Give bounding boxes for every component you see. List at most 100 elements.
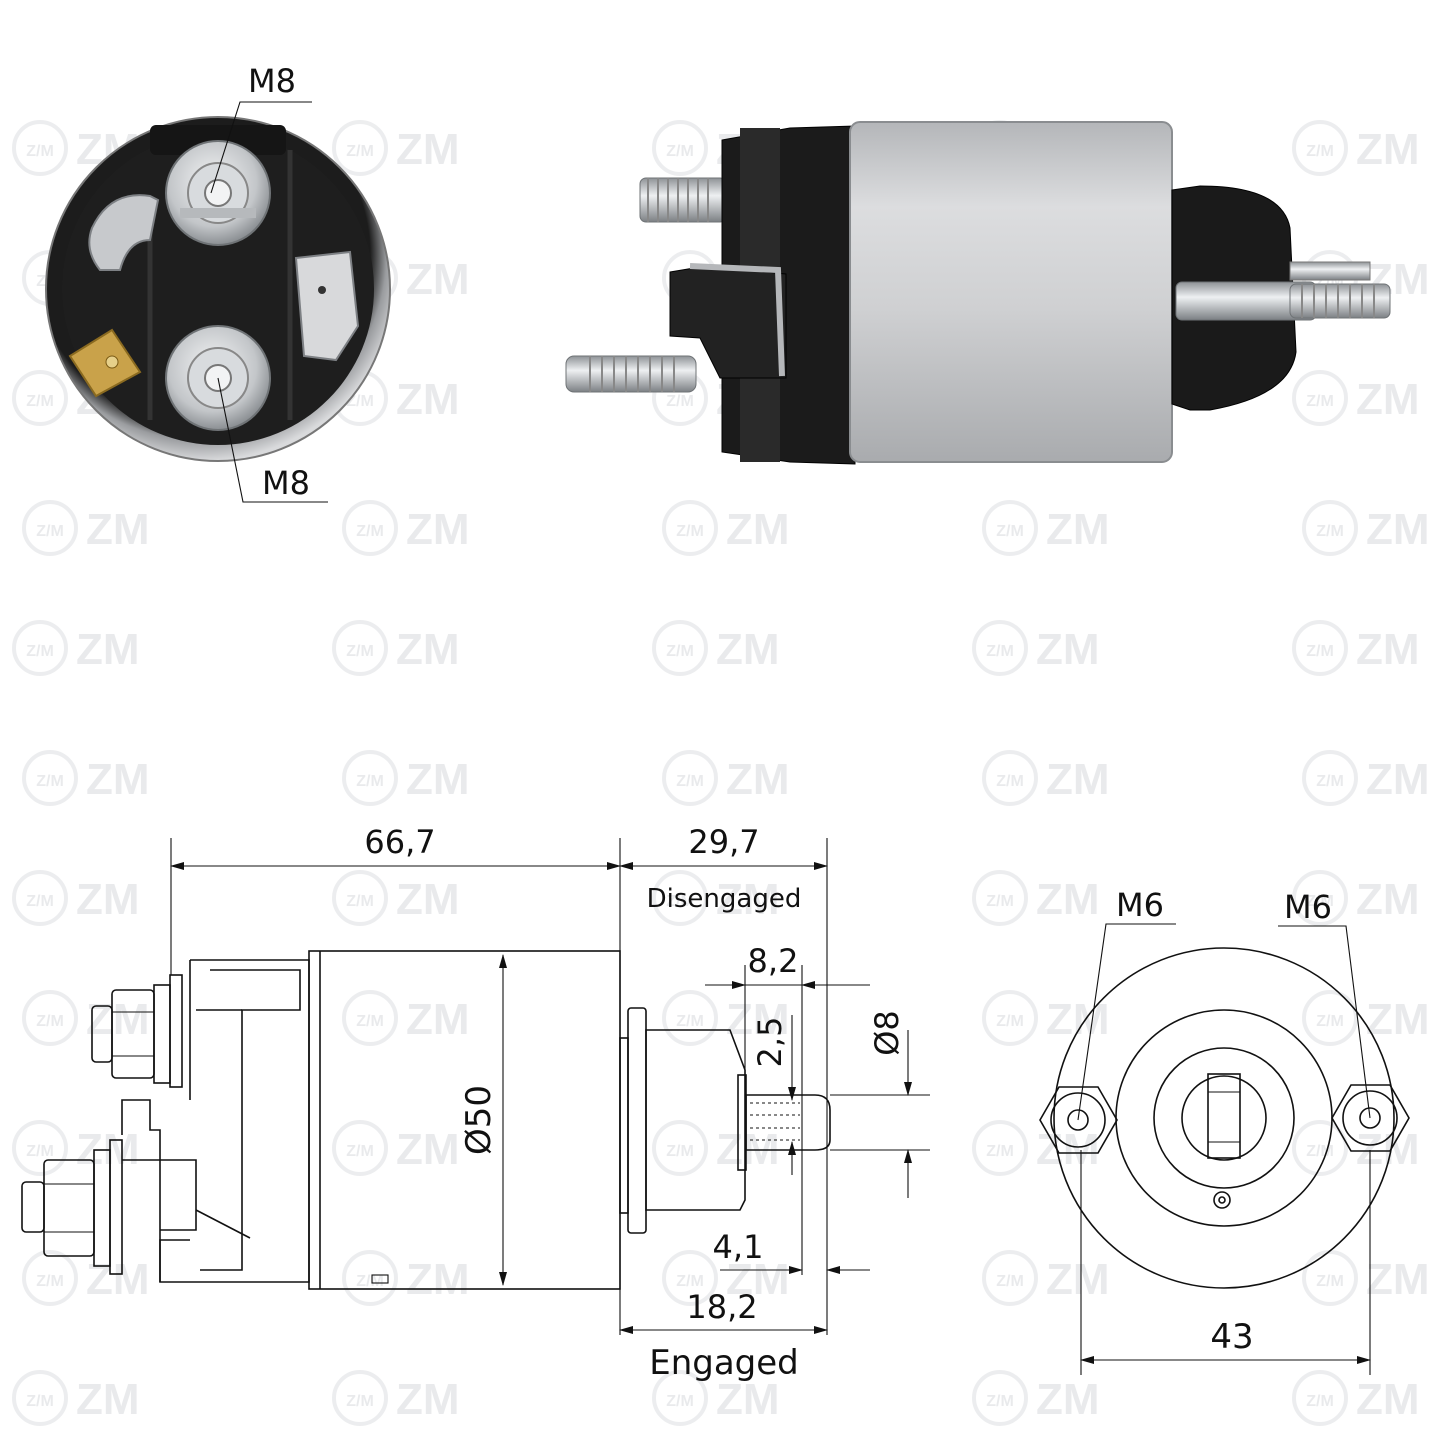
watermark-logo-text: Z/M [986,1393,1014,1410]
watermark-brand-text: ZM [1036,625,1100,674]
watermark-logo-text: Z/M [26,1393,54,1410]
watermark-brand-text: ZM [716,1375,780,1424]
watermark-logo-text: Z/M [26,643,54,660]
watermark-logo-text: Z/M [676,773,704,790]
dim-diameter-50: Ø50 [459,1085,499,1155]
watermark-brand-text: ZM [1366,755,1430,804]
watermark-logo-icon: Z/M ZM [1302,750,1430,806]
watermark-brand-text: ZM [1356,1125,1420,1174]
watermark-logo-icon: Z/M ZM [972,1370,1100,1426]
watermark-logo-text: Z/M [346,1393,374,1410]
watermark-logo-text: Z/M [346,1143,374,1160]
end-left-label: M6 [1116,886,1164,924]
watermark-brand-text: ZM [1366,505,1430,554]
watermark-logo-text: Z/M [346,393,374,410]
watermark-logo-text: Z/M [666,1393,694,1410]
watermark-brand-text: ZM [1036,1375,1100,1424]
dim-end-width: 43 [1210,1317,1253,1357]
watermark-brand-text: ZM [726,505,790,554]
watermark-brand-text: ZM [1046,505,1110,554]
watermark-logo-icon: Z/M ZM [662,750,790,806]
watermark-brand-text: ZM [1036,875,1100,924]
watermark-logo-text: Z/M [26,893,54,910]
watermark-logo-text: Z/M [1306,893,1334,910]
watermark-logo-text: Z/M [36,773,64,790]
watermark-logo-text: Z/M [666,1143,694,1160]
watermark-brand-text: ZM [1356,125,1420,174]
watermark-logo-text: Z/M [676,1273,704,1290]
watermark-brand-text: ZM [76,875,140,924]
watermark-logo-text: Z/M [36,1273,64,1290]
watermark-logo-text: Z/M [346,893,374,910]
watermark-logo-text: Z/M [1306,143,1334,160]
watermark-logo-text: Z/M [676,1013,704,1030]
watermark-logo-icon: Z/M ZM [662,990,790,1046]
watermark-logo-icon: Z/M ZM [652,1370,780,1426]
dim-8-2: 8,2 [748,942,799,980]
watermark-logo-text: Z/M [1316,773,1344,790]
end-right-label: M6 [1284,888,1332,926]
watermark-brand-text: ZM [1356,875,1420,924]
watermark-brand-text: ZM [1356,625,1420,674]
watermark-brand-text: ZM [396,1375,460,1424]
front-top-label: M8 [248,62,296,100]
watermark-logo-text: Z/M [1306,1143,1334,1160]
front-bottom-label: M8 [262,464,310,502]
watermark-logo-text: Z/M [346,643,374,660]
watermark-brand-text: ZM [406,995,470,1044]
watermark-brand-text: ZM [1036,1125,1100,1174]
watermark-logo-text: Z/M [666,143,694,160]
watermark-logo-icon: Z/M ZM [652,870,780,926]
watermark-logo-icon: Z/M ZM [972,620,1100,676]
watermark-brand-text: ZM [396,875,460,924]
watermark-brand-text: ZM [396,625,460,674]
watermark-logo-text: Z/M [346,143,374,160]
watermark-brand-text: ZM [716,875,780,924]
brass-tab-icon [68,328,142,398]
dim-travel-disengaged: 29,7 [688,823,759,861]
label-disengaged: Disengaged [647,884,802,914]
watermark-brand-text: ZM [716,625,780,674]
watermark-brand-text: ZM [726,755,790,804]
watermark-brand-text: ZM [1356,375,1420,424]
watermark-logo-icon: Z/M ZM [332,870,460,926]
watermark-logo-text: Z/M [26,1143,54,1160]
watermark-logo-text: Z/M [996,1013,1024,1030]
watermark-logo-text: Z/M [666,393,694,410]
field-terminal-icon [88,194,160,271]
watermark-logo-text: Z/M [26,143,54,160]
watermark-brand-text: ZM [406,255,470,304]
watermark-logo-text: Z/M [666,643,694,660]
watermark-logo-text: Z/M [996,1273,1024,1290]
watermark-brand-text: ZM [726,995,790,1044]
watermark-logo-text: Z/M [1306,1393,1334,1410]
watermark-logo-text: Z/M [356,1013,384,1030]
watermark-logo-text: Z/M [986,643,1014,660]
watermark-brand-text: ZM [1366,1255,1430,1304]
watermark-logo-text: Z/M [666,893,694,910]
watermark-logo-icon: Z/M ZM [12,870,140,926]
end-view-drawing: M6 M6 43 [1039,886,1410,1375]
watermark-brand-text: ZM [396,1125,460,1174]
right-m6-nut-icon [1331,1084,1410,1152]
watermark-brand-text: ZM [86,1255,150,1304]
top-m8-terminal-icon [165,140,271,246]
front-view-photo: M8 M8 [45,62,391,503]
watermark-logo-text: Z/M [356,523,384,540]
